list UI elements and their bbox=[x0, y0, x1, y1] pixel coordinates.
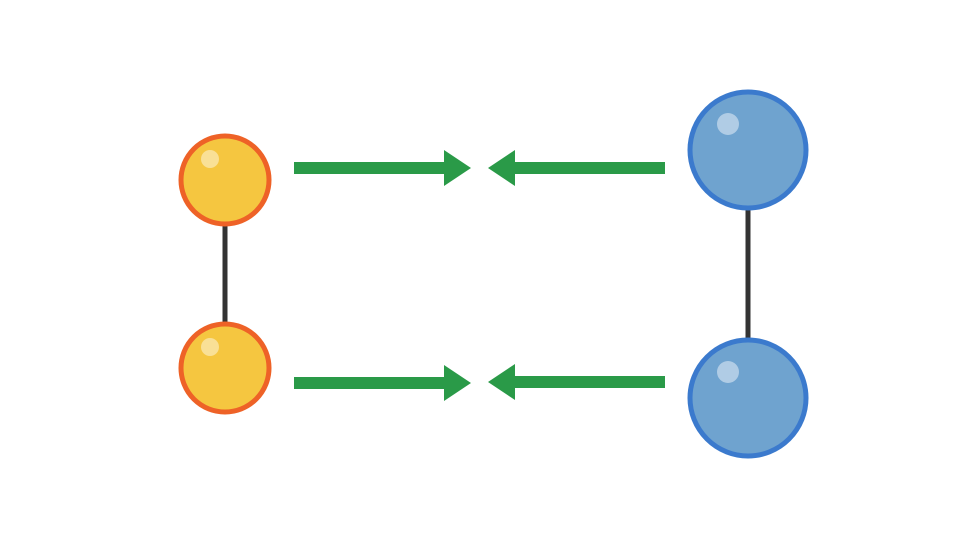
large-molecule bbox=[687, 89, 809, 459]
small-atom-top-highlight bbox=[201, 150, 219, 168]
small-atom-top bbox=[178, 133, 272, 227]
large-atom-bottom bbox=[687, 337, 809, 459]
bottom-right-arrow bbox=[294, 365, 471, 401]
large-atom-top-highlight bbox=[717, 113, 739, 135]
top-left-arrow bbox=[488, 150, 665, 186]
large-atom-top-body bbox=[687, 89, 809, 211]
large-atom-bottom-body bbox=[687, 337, 809, 459]
top-right-arrow bbox=[294, 150, 471, 186]
small-atom-bottom bbox=[178, 321, 272, 415]
large-atom-bottom-highlight bbox=[717, 361, 739, 383]
large-atom-top bbox=[687, 89, 809, 211]
small-atom-bottom-body bbox=[178, 321, 272, 415]
small-molecule bbox=[178, 133, 272, 415]
bottom-left-arrow bbox=[488, 364, 665, 400]
small-atom-bottom-highlight bbox=[201, 338, 219, 356]
small-atom-top-body bbox=[178, 133, 272, 227]
